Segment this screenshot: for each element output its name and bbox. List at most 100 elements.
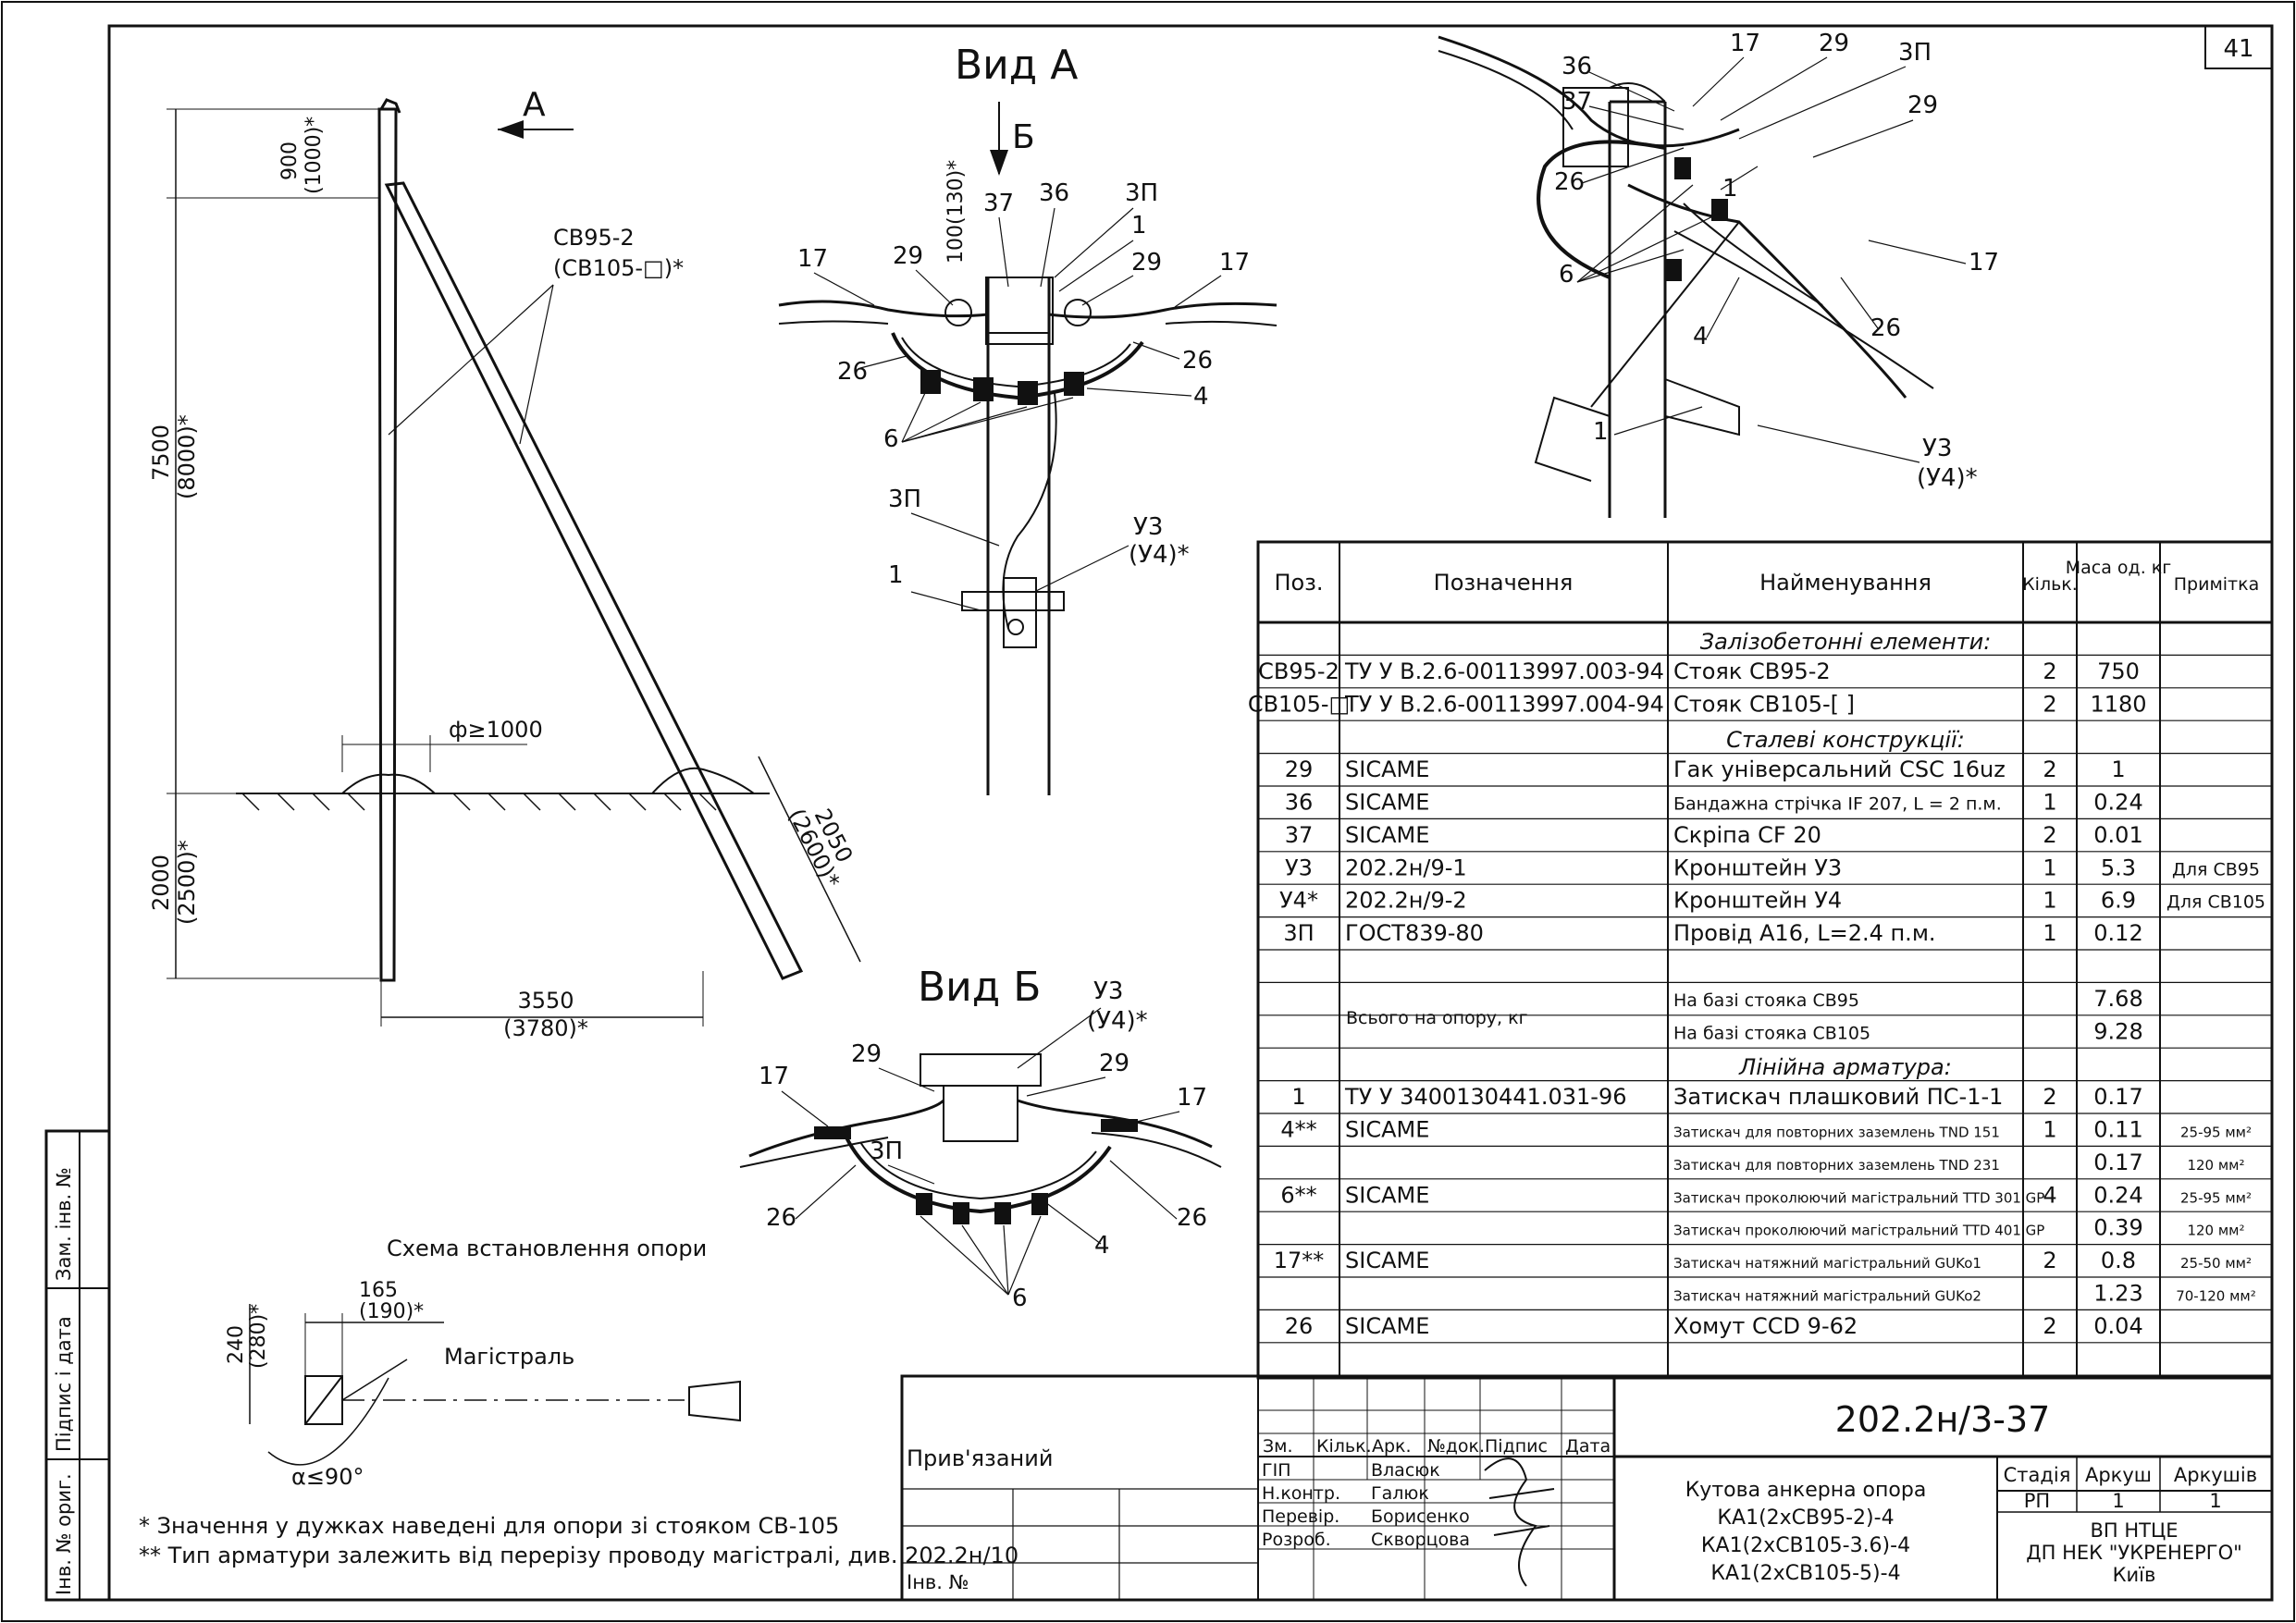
table-cell: 26 [1285, 1313, 1314, 1339]
pv-u3: У3 [1922, 435, 1952, 462]
tb-inv: Інв. № [907, 1571, 969, 1593]
tb-role-pr: Перевір. [1262, 1506, 1339, 1527]
pv-6: 6 [1559, 261, 1574, 289]
th-note: Примітка [2174, 574, 2260, 595]
table-cell: 36 [1285, 789, 1314, 815]
diameter-label: ф≥1000 [449, 717, 543, 743]
table-cell: Затискач натяжний магістральний GUKo2 [1673, 1287, 1981, 1304]
scheme-angle: α≤90° [291, 1464, 364, 1490]
vb-u3: У3 [1093, 977, 1123, 1005]
table-cell: ТУ У В.2.6-00113997.004-94 [1344, 691, 1664, 717]
view-a: Вид А Б 17 29 37 36 3П 1 29 [778, 42, 1278, 795]
table-cell: SICAME [1345, 1116, 1429, 1142]
table-cell: 6** [1280, 1182, 1316, 1208]
table-cell: Стояк СВ105-[ ] [1673, 691, 1855, 717]
install-scheme: Схема встановлення опори 240 (280)* 165 … [225, 1236, 741, 1490]
table-cell: 0.39 [2093, 1215, 2142, 1241]
table-cell: Затискач проколюючий магістральний TTD 4… [1673, 1223, 2044, 1239]
table-cell: 0.12 [2093, 920, 2142, 946]
scheme-280: (280)* [247, 1304, 270, 1369]
tb-org-2: ДП НЕК "УКРЕНЕРГО" [2026, 1542, 2242, 1564]
va-1: 1 [1131, 212, 1147, 240]
table-cell: 25-95 мм² [2180, 1189, 2252, 1206]
table-cell: Провід А16, L=2.4 п.м. [1673, 920, 1936, 946]
table-cell: 2 [2043, 1313, 2056, 1339]
table-cell: У4* [1279, 888, 1318, 914]
sheet-number: 41 [2223, 35, 2253, 63]
th-desig: Позначення [1434, 570, 1574, 596]
sec-steel: Сталеві конструкції: [1726, 727, 1965, 753]
table-cell: 4** [1280, 1116, 1316, 1142]
tb-stage: РП [2024, 1490, 2050, 1512]
sec-concrete: Залізобетонні елементи: [1700, 629, 1992, 655]
table-cell: Затискач натяжний магістральний GUKo1 [1673, 1255, 1981, 1272]
pv-u4: (У4)* [1917, 464, 1978, 492]
vb-u4: (У4)* [1087, 1007, 1148, 1035]
va-36: 36 [1039, 179, 1069, 207]
table-cell: 9.28 [2093, 1018, 2142, 1044]
table-cell: 0.04 [2093, 1313, 2142, 1339]
va-u3: У3 [1133, 513, 1163, 541]
table-cell: 750 [2097, 658, 2140, 684]
table-cell: 7.68 [2093, 986, 2142, 1012]
vb-17-left: 17 [759, 1063, 789, 1090]
table-cell: На базі стояка СВ95 [1673, 990, 1859, 1011]
spec-table: Поз. Позначення Найменування Кільк. Маса… [1248, 540, 2274, 1380]
table-cell: 25-95 мм² [2180, 1124, 2252, 1140]
scheme-240: 240 [225, 1325, 248, 1364]
tb-org-3: Київ [2113, 1564, 2156, 1586]
table-cell: Затискач для повторних заземлень TND 151 [1673, 1124, 2000, 1140]
table-cell: Для СВ95 [2172, 859, 2260, 879]
scheme-trunk: Магістраль [444, 1344, 574, 1370]
dim-1000: (1000)* [302, 117, 326, 194]
th-qty: Кільк. [2022, 574, 2078, 595]
table-cell: 70-120 мм² [2176, 1287, 2256, 1304]
tb-role-nk: Н.контр. [1262, 1483, 1340, 1504]
va-17-left: 17 [797, 245, 828, 273]
table-cell: SICAME [1345, 756, 1429, 782]
va-6: 6 [883, 425, 899, 453]
pv-17-top: 17 [1730, 30, 1760, 57]
table-cell: 0.01 [2093, 822, 2142, 848]
pv-29-right: 29 [1907, 92, 1938, 119]
va-37: 37 [983, 190, 1014, 217]
table-cell: 4 [2043, 1182, 2056, 1208]
th-name: Найменування [1759, 570, 1932, 596]
table-cell: Для СВ105 [2166, 892, 2265, 913]
tb-desc-2: КА1(2хСВ95-2)-4 [1717, 1506, 1894, 1530]
tb-attached: Прив'язаний [907, 1445, 1053, 1471]
vb-3p: 3П [870, 1137, 903, 1165]
note-1: * Значення у дужках наведені для опори з… [139, 1513, 839, 1539]
table-cell: Кронштейн У4 [1673, 888, 1842, 914]
table-cell: Стояк СВ95-2 [1673, 658, 1831, 684]
arrow-b-label: Б [1012, 118, 1035, 156]
table-cell: 25-50 мм² [2180, 1255, 2252, 1272]
dim-900: 900 [278, 141, 302, 180]
va-1-low: 1 [888, 561, 904, 589]
tb-col-sign: Підпис [1485, 1436, 1548, 1457]
tb-sheet: 1 [2112, 1490, 2124, 1512]
tb-sheets-label: Аркушів [2174, 1464, 2257, 1486]
table-cell: Бандажна стрічка IF 207, L = 2 п.м. [1673, 793, 2002, 814]
table-cell: ТУ У 3400130441.031-96 [1344, 1084, 1627, 1110]
table-cell: Кронштейн У3 [1673, 855, 1842, 880]
stamp-repl-inv: Зам. інв. № [53, 1167, 75, 1281]
tb-col-kilk: Кільк. [1316, 1436, 1372, 1457]
pv-3p: 3П [1898, 39, 1932, 67]
table-cell: 1 [2043, 920, 2056, 946]
tb-sheets: 1 [2209, 1490, 2221, 1512]
table-cell: Затискач для повторних заземлень TND 231 [1673, 1157, 2000, 1174]
view-b-title: Вид Б [918, 964, 1041, 1011]
table-cell: 1.23 [2093, 1280, 2142, 1306]
tb-col-ark: Арк. [1372, 1436, 1412, 1457]
pole-label-alt: (СВ105-□)* [553, 255, 684, 281]
table-cell: 2 [2043, 822, 2056, 848]
vb-4: 4 [1094, 1232, 1110, 1260]
table-cell: 6.9 [2101, 888, 2136, 914]
table-cell: 0.8 [2101, 1248, 2136, 1273]
table-cell: 2 [2043, 691, 2056, 717]
dim-3780: (3780)* [503, 1015, 588, 1041]
th-mass: Маса од. кг [2066, 558, 2171, 578]
pv-37: 37 [1562, 88, 1592, 116]
table-cell: 202.2н/9-2 [1345, 888, 1467, 914]
